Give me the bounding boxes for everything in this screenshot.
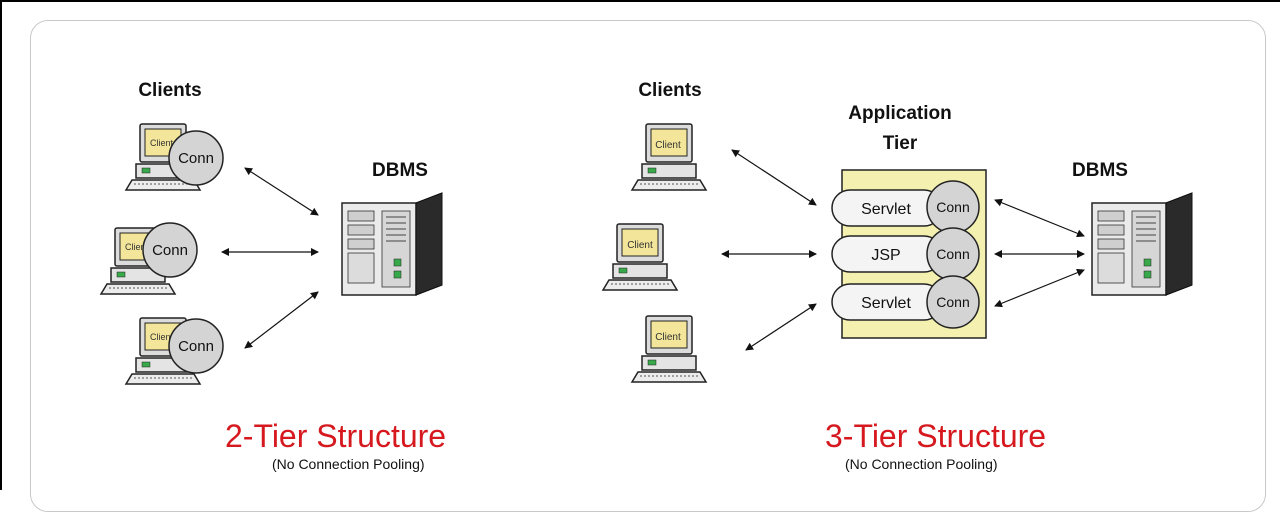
three-tier-title: 3-Tier Structure (825, 418, 1047, 454)
component-name: Servlet (861, 201, 911, 218)
two-tier-title: 2-Tier Structure (225, 418, 447, 454)
two-tier-clients-label: Clients (138, 80, 202, 101)
three-tier-dbms-label: DBMS (1072, 160, 1128, 181)
three-tier-client-3: Client (631, 315, 707, 383)
two-tier-client-3: Client Conn (125, 317, 224, 385)
three-tier-client-2-text: Client (627, 240, 653, 251)
conn-label: Conn (936, 199, 969, 215)
three-tier-arrow-client-1 (731, 149, 817, 206)
three-tier-client-1-text: Client (655, 140, 681, 151)
three-tier-arrow-db-1 (994, 198, 1085, 238)
three-tier-client-2: Client (602, 223, 678, 291)
two-tier-client-3-text: Client (150, 332, 174, 342)
two-tier-subtitle: (No Connection Pooling) (272, 456, 425, 472)
diagram-drawing: Client Conn Client Conn Client Conn Clie… (100, 123, 1193, 385)
three-tier-client-1: Client (631, 123, 707, 191)
conn-circle (168, 318, 224, 374)
app-tier-label-line1: Application (848, 103, 952, 124)
two-tier-arrow-1 (244, 167, 319, 216)
three-tier-client-3-text: Client (655, 332, 681, 343)
two-tier-client-2: Client Conn (100, 222, 198, 295)
frame-left-line (0, 0, 2, 490)
component-name: JSP (871, 247, 900, 264)
conn-circle (168, 130, 224, 186)
two-tier-dbms-label: DBMS (372, 160, 428, 181)
conn-label: Conn (936, 294, 969, 310)
two-tier-client-1-text: Client (150, 138, 174, 148)
two-tier-client-1: Client Conn (125, 123, 224, 191)
conn-circle (926, 275, 980, 329)
application-tier-box: Servlet Conn JSP Conn Servlet Conn (831, 169, 987, 339)
three-tier-arrow-db-3 (994, 268, 1085, 308)
conn-circle (142, 222, 198, 278)
conn-label: Conn (178, 338, 214, 355)
three-tier-clients-label: Clients (638, 80, 702, 101)
conn-label: Conn (936, 246, 969, 262)
conn-label: Conn (152, 242, 188, 259)
three-tier-arrow-client-3 (745, 303, 817, 351)
app-tier-label-line2: Tier (882, 133, 918, 154)
two-tier-dbms-server (341, 192, 443, 296)
conn-label: Conn (178, 150, 214, 167)
component-name: Servlet (861, 295, 911, 312)
three-tier-dbms-server (1091, 192, 1193, 296)
frame-top-line (0, 0, 1280, 2)
three-tier-subtitle: (No Connection Pooling) (845, 456, 998, 472)
two-tier-client-2-text: Client (125, 242, 149, 252)
two-tier-arrow-3 (244, 291, 319, 349)
